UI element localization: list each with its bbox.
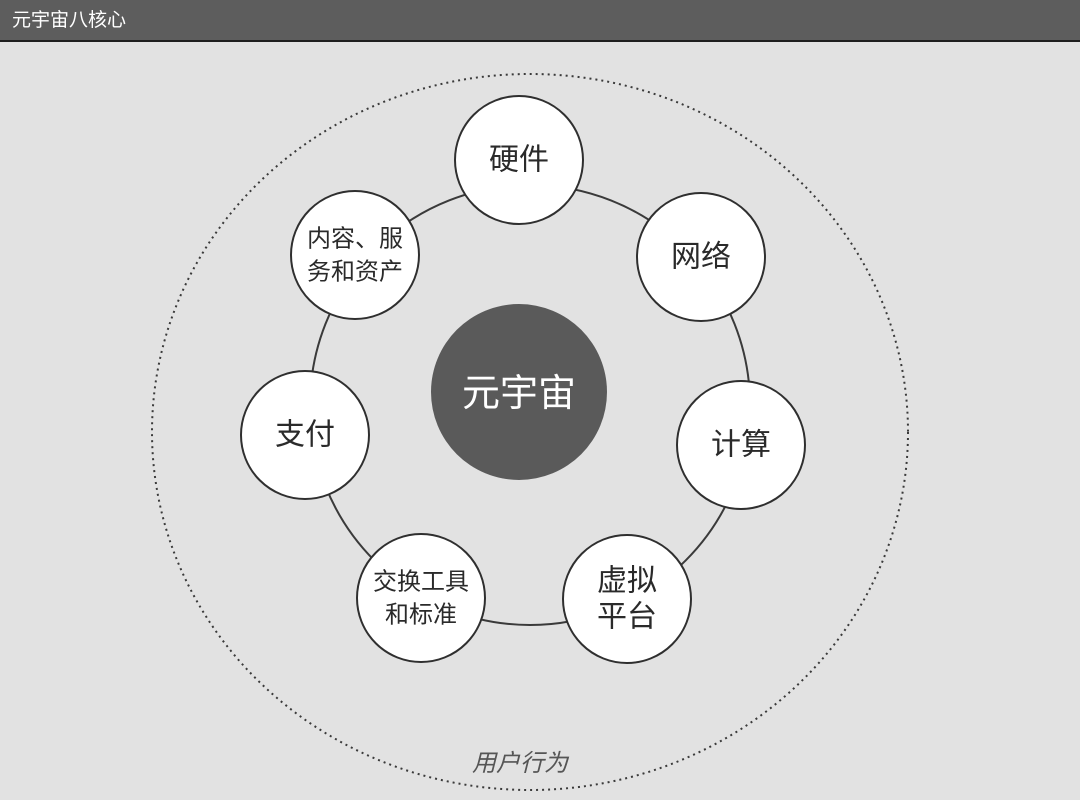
node-label-virtual-platform-0: 虚拟: [597, 564, 657, 599]
node-circle-content-services: [290, 190, 420, 320]
node-circle-exchange-tools: [356, 533, 486, 663]
node-label-virtual-platform-1: 平台: [597, 600, 657, 635]
user-behavior-boundary: [151, 73, 909, 791]
node-label-payment-0: 支付: [275, 418, 335, 453]
node-circle-computing: [676, 380, 806, 510]
node-circle-network: [636, 192, 766, 322]
center-node: 元宇宙: [431, 304, 607, 480]
node-label-content-services-0: 内容、服: [307, 225, 403, 253]
node-label-hardware-0: 硬件: [489, 143, 549, 178]
node-network: 网络: [636, 192, 766, 322]
user-behavior-label: 用户行为: [472, 749, 570, 777]
node-circle-virtual-platform: [562, 534, 692, 664]
node-label-exchange-tools-1: 和标准: [385, 601, 457, 629]
node-label-computing-0: 计算: [711, 428, 771, 463]
node-label-network-0: 网络: [671, 240, 731, 275]
node-computing: 计算: [676, 380, 806, 510]
node-circle-payment: [240, 370, 370, 500]
title-bar: 元宇宙八核心: [0, 0, 1080, 42]
node-circle-hardware: [454, 95, 584, 225]
node-payment: 支付: [240, 370, 370, 500]
node-hardware: 硬件: [454, 95, 584, 225]
node-label-content-services-1: 务和资产: [307, 258, 403, 286]
node-label-exchange-tools-0: 交换工具: [373, 568, 469, 596]
center-label: 元宇宙: [462, 371, 576, 415]
window-title: 元宇宙八核心: [12, 9, 127, 31]
center-circle: [431, 304, 607, 480]
